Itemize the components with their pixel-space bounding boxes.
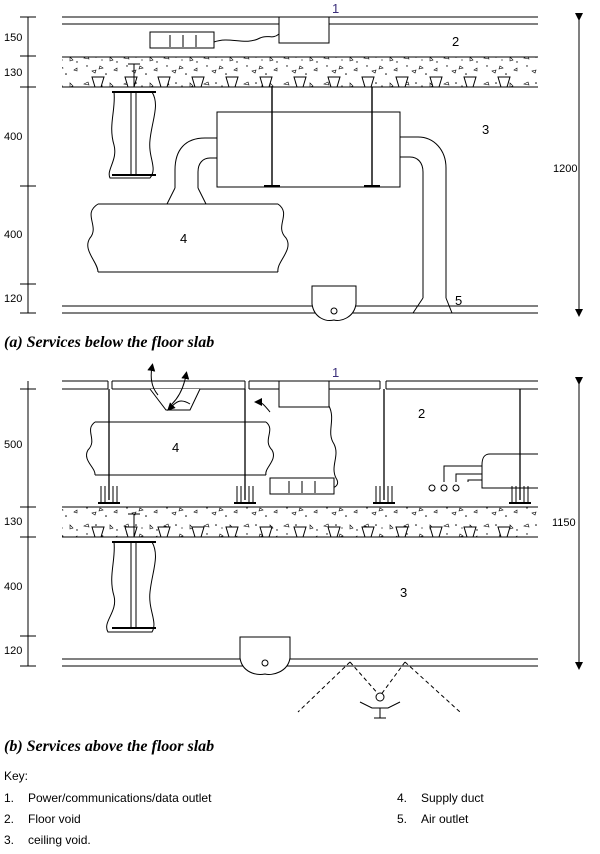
- key-item-text: Power/communications/data outlet: [28, 791, 212, 805]
- supply-duct-b: [86, 421, 274, 476]
- return-arrow-b: [254, 398, 271, 413]
- label-4-b: 4: [172, 440, 179, 455]
- dim-1150: 1150: [552, 517, 576, 529]
- label-1-a: 1: [332, 1, 339, 16]
- key-item-number: 5.: [397, 812, 408, 826]
- diagram-b: 500 130 400 120 1150 1 2 3 4: [4, 363, 583, 719]
- dim-120: 120: [4, 293, 22, 305]
- dim-400-b: 400: [4, 581, 22, 593]
- key-item-text: Supply duct: [421, 791, 484, 805]
- cable-box-a: [149, 31, 280, 49]
- key-item-text: ceiling void.: [28, 833, 91, 847]
- dim-130: 130: [4, 67, 22, 79]
- dim-400-bottom: 400: [4, 229, 22, 241]
- steel-beam-a: [108, 63, 156, 179]
- caption-a: (a) Services below the floor slab: [4, 334, 215, 351]
- diagram-a: 150 130 400 400 120 1200 1 2 3 4 5: [4, 1, 583, 321]
- cable-box-b: [269, 405, 339, 495]
- dim-130-b: 130: [4, 516, 22, 528]
- key-item-3: 3. ceiling void.: [4, 833, 91, 847]
- label-3-a: 3: [482, 122, 489, 137]
- label-2-b: 2: [418, 406, 425, 421]
- steel-beam-b: [106, 513, 156, 633]
- dim-1200: 1200: [553, 163, 577, 175]
- light-fitting-a: [311, 285, 357, 321]
- key-item-number: 2.: [4, 812, 15, 826]
- dim-500: 500: [4, 439, 22, 451]
- label-2-a: 2: [452, 34, 459, 49]
- key-title: Key:: [4, 769, 29, 783]
- light-beam-b: [297, 661, 461, 713]
- label-1-b: 1: [332, 365, 339, 380]
- dim-150: 150: [4, 32, 22, 44]
- dim-120-b: 120: [4, 645, 22, 657]
- slab-b: [62, 506, 538, 538]
- duct-elbow-left-a: [166, 137, 217, 205]
- key-item-number: 1.: [4, 791, 15, 805]
- light-fitting-b: [239, 636, 291, 675]
- dim-lines-b: [20, 377, 583, 670]
- key-item-4: 4. Supply duct: [397, 791, 484, 805]
- key-item-text: Air outlet: [421, 812, 469, 826]
- duct-right-a: [400, 136, 453, 314]
- sprinkler-b: [359, 692, 401, 719]
- key-item-number: 3.: [4, 833, 15, 847]
- hangers-a: [264, 87, 380, 187]
- supply-duct-a: [87, 203, 289, 273]
- key-item-1: 1. Power/communications/data outlet: [4, 791, 211, 805]
- ceiling-b: [62, 658, 538, 667]
- dim-400-top: 400: [4, 131, 22, 143]
- key-item-5: 5. Air outlet: [397, 812, 468, 826]
- caption-b: (b) Services above the floor slab: [4, 738, 215, 755]
- pedestals-b: [98, 389, 531, 504]
- key-item-text: Floor void: [28, 812, 81, 826]
- air-unit-a: [216, 111, 401, 188]
- key-item-number: 4.: [397, 791, 408, 805]
- label-4-a: 4: [180, 231, 187, 246]
- floor-outlet-a: [278, 16, 330, 44]
- ceiling-a: [62, 305, 538, 314]
- floor-grille-b: [147, 363, 201, 411]
- label-5-a: 5: [455, 293, 462, 308]
- dim-lines-a: [20, 13, 583, 317]
- socket-box-b: [428, 453, 538, 492]
- label-3-b: 3: [400, 585, 407, 600]
- slab-a: [62, 56, 538, 88]
- floor-outlet-b: [278, 380, 330, 408]
- key-item-2: 2. Floor void: [4, 812, 81, 826]
